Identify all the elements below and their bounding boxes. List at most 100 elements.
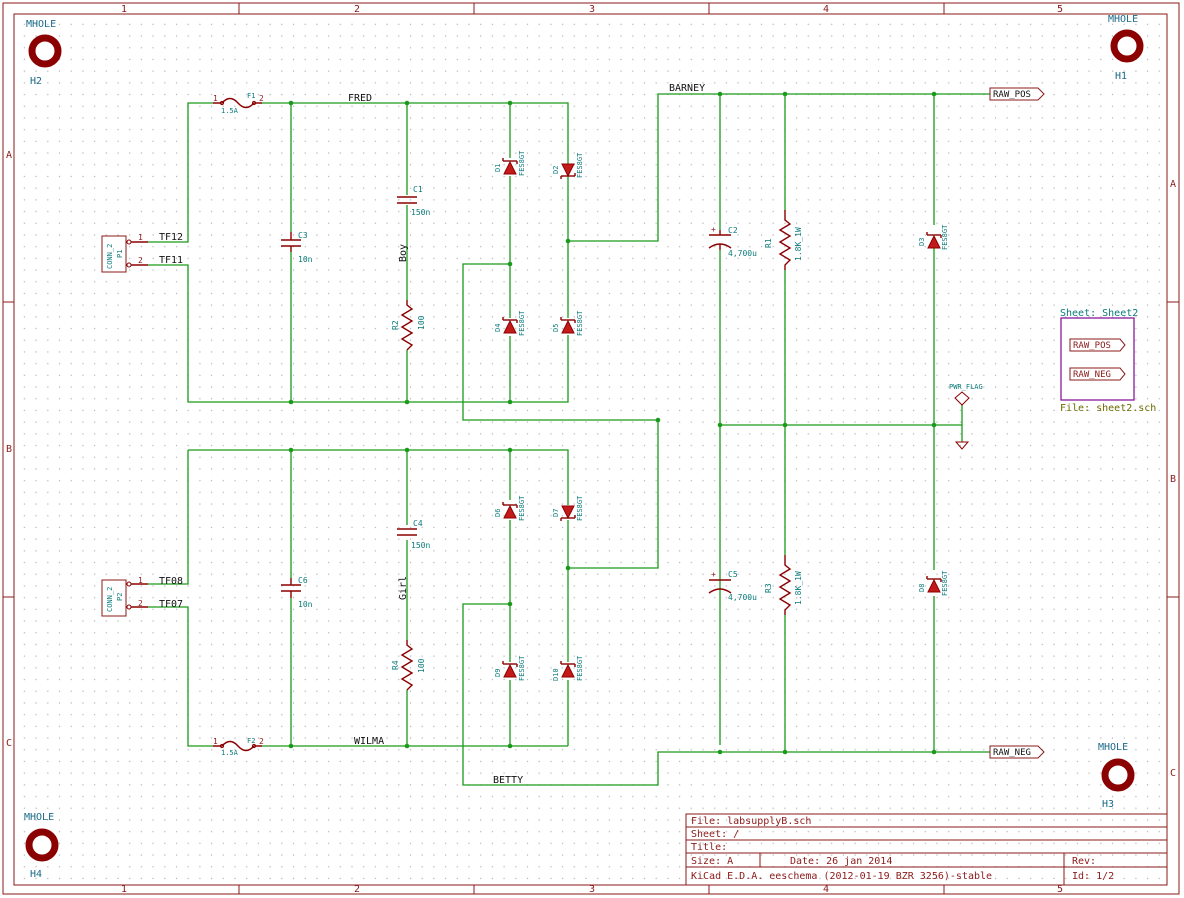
mhole-h4-value: MHOLE bbox=[24, 812, 54, 823]
p1-pin1: 1 bbox=[138, 233, 143, 242]
title-block-title: Title: bbox=[691, 842, 727, 853]
mounting-hole-h3: MHOLE H3 bbox=[1098, 742, 1135, 810]
diode-d9: D9 FES8GT bbox=[494, 655, 526, 681]
d5-value: FES8GT bbox=[576, 310, 584, 336]
capacitor-c5: + C5 4,700u bbox=[708, 570, 757, 602]
net-label-barney: BARNEY bbox=[669, 83, 705, 94]
title-block: File: labsupplyB.sch Sheet: / Title: Siz… bbox=[685, 813, 1168, 886]
title-block-sheet: Sheet: / bbox=[691, 829, 739, 840]
mhole-h4-ref: H4 bbox=[30, 869, 42, 880]
c4-ref: C4 bbox=[413, 519, 423, 528]
resistor-r3: R3 1.8K_1W bbox=[764, 555, 803, 615]
r1-value: 1.8K_1W bbox=[794, 227, 803, 261]
capacitor-c2: + C2 4,700u bbox=[708, 225, 757, 258]
capacitor-c1: C1 150n bbox=[397, 185, 430, 217]
d2-value: FES8GT bbox=[576, 152, 584, 178]
d5-ref: D5 bbox=[552, 324, 560, 332]
d4-ref: D4 bbox=[494, 324, 502, 332]
zone-row-c-right: C bbox=[1170, 768, 1176, 779]
global-label-raw-pos: RAW_POS bbox=[989, 87, 1045, 101]
diode-d2: D2 FES8GT bbox=[552, 152, 584, 179]
c2-ref: C2 bbox=[728, 226, 738, 235]
d8-value: FES8GT bbox=[941, 570, 949, 596]
capacitor-c6: C6 10n bbox=[281, 576, 313, 609]
f1-pin1: 1 bbox=[213, 94, 218, 103]
fuse-f2: 1 2 F2 1.5A bbox=[213, 737, 264, 757]
sheet2-block[interactable]: Sheet: Sheet2 RAW_POS RAW_NEG File: shee… bbox=[1060, 308, 1156, 414]
p1-pin2: 2 bbox=[138, 256, 143, 265]
c1-ref: C1 bbox=[413, 185, 423, 194]
f1-value: 1.5A bbox=[221, 107, 239, 115]
mounting-hole-h4: MHOLE H4 bbox=[24, 812, 59, 880]
r3-ref: R3 bbox=[764, 583, 773, 593]
power-flag: PWR_FLAG bbox=[949, 383, 983, 406]
c3-ref: C3 bbox=[298, 231, 308, 240]
zone-col-1-top: 1 bbox=[121, 4, 127, 15]
zone-col-2-top: 2 bbox=[354, 4, 360, 15]
diode-d6: D6 FES8GT bbox=[494, 495, 526, 521]
title-block-size: Size: A bbox=[691, 856, 733, 867]
diode-d5: D5 FES8GT bbox=[552, 310, 584, 336]
c3-value: 10n bbox=[298, 255, 313, 264]
net-label-fred: FRED bbox=[348, 93, 372, 104]
zone-row-b-right: B bbox=[1170, 474, 1176, 485]
f1-ref: F1 bbox=[247, 92, 255, 100]
zone-col-2-bottom: 2 bbox=[354, 884, 360, 895]
mhole-h2-ref: H2 bbox=[30, 76, 42, 87]
d6-value: FES8GT bbox=[518, 495, 526, 521]
d7-ref: D7 bbox=[552, 509, 560, 517]
zone-col-3-top: 3 bbox=[589, 4, 595, 15]
c1-value: 150n bbox=[411, 208, 430, 217]
p1-ref: P1 bbox=[116, 250, 124, 258]
c4-value: 150n bbox=[411, 541, 430, 550]
resistor-r1: R1 1.8K_1W bbox=[764, 210, 803, 270]
mounting-hole-h1: MHOLE H1 bbox=[1108, 14, 1144, 82]
resistor-r4: R4 100 bbox=[391, 640, 426, 691]
connector-p1: 1 2 CONN_2 P1 bbox=[101, 233, 148, 273]
c5-value: 4,700u bbox=[728, 593, 757, 602]
d8-ref: D8 bbox=[918, 584, 926, 592]
d10-ref: D10 bbox=[552, 668, 560, 681]
capacitor-c4: C4 150n bbox=[397, 519, 430, 550]
d9-ref: D9 bbox=[494, 669, 502, 677]
title-block-tool: KiCad E.D.A. eeschema (2012-01-19 BZR 32… bbox=[691, 871, 992, 882]
capacitor-c3: C3 10n bbox=[281, 231, 313, 264]
sheet2-pin-raw-neg: RAW_NEG bbox=[1073, 370, 1111, 380]
d4-value: FES8GT bbox=[518, 310, 526, 336]
mhole-h2-value: MHOLE bbox=[26, 19, 56, 30]
zone-col-5-bottom: 5 bbox=[1057, 884, 1063, 895]
zone-row-b-left: B bbox=[6, 444, 12, 455]
sheet2-name: Sheet: Sheet2 bbox=[1060, 308, 1138, 319]
c2-value: 4,700u bbox=[728, 249, 757, 258]
net-label-tf07: TF07 bbox=[159, 599, 183, 610]
net-label-tf08: TF08 bbox=[159, 576, 183, 587]
title-block-id: Id: 1/2 bbox=[1072, 871, 1114, 882]
wires bbox=[148, 93, 990, 786]
d3-ref: D3 bbox=[918, 238, 926, 246]
c5-ref: C5 bbox=[728, 570, 738, 579]
d1-ref: D1 bbox=[494, 164, 502, 172]
d1-value: FES8GT bbox=[518, 150, 526, 176]
pwr-flag-label: PWR_FLAG bbox=[949, 383, 983, 391]
r2-ref: R2 bbox=[391, 320, 400, 330]
zone-row-c-left: C bbox=[6, 738, 12, 749]
mhole-h3-value: MHOLE bbox=[1098, 742, 1128, 753]
f2-value: 1.5A bbox=[221, 749, 239, 757]
frame-zone-labels: 1 2 3 4 5 1 2 3 4 5 A B C A B C bbox=[6, 4, 1176, 895]
diode-d10: D10 FES8GT bbox=[552, 655, 584, 681]
diode-d1: D1 FES8GT bbox=[494, 150, 526, 176]
diode-d7: D7 FES8GT bbox=[552, 495, 584, 521]
svg-text:+: + bbox=[711, 225, 716, 234]
r4-ref: R4 bbox=[391, 660, 400, 670]
c6-value: 10n bbox=[298, 600, 313, 609]
net-label-wilma: WILMA bbox=[354, 736, 384, 747]
f1-pin2: 2 bbox=[259, 94, 264, 103]
global-label-raw-neg-text: RAW_NEG bbox=[993, 748, 1031, 758]
p2-ref: P2 bbox=[116, 593, 124, 601]
net-label-betty: BETTY bbox=[493, 775, 523, 786]
r4-value: 100 bbox=[417, 658, 426, 673]
d9-value: FES8GT bbox=[518, 655, 526, 681]
label-girl: Girl bbox=[398, 576, 409, 600]
